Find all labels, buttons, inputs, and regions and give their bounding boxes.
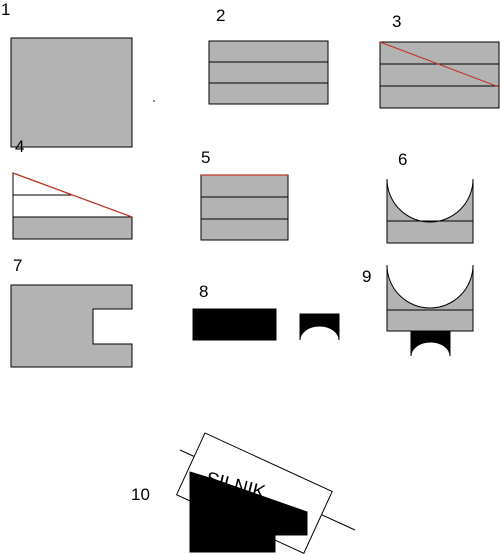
- step-number-5: 5: [201, 148, 210, 167]
- step-number-2: 2: [216, 6, 225, 25]
- step-8-black-bar: [192, 308, 277, 341]
- step-number-1: 1: [1, 0, 10, 19]
- step-number-8: 8: [199, 282, 208, 301]
- step-5-trimmed-block: [200, 174, 289, 241]
- step-3-layered-block: [379, 41, 500, 109]
- step-number-7: 7: [13, 256, 22, 275]
- step-4-wedge-cut: [12, 172, 133, 240]
- step-10-black-part: [189, 471, 308, 553]
- step-8-black-arch: [299, 313, 340, 341]
- step-3-diagonal-cut-line: [379, 41, 500, 88]
- step-9-saddle-block: [386, 264, 474, 332]
- step-7-notched-block: [10, 284, 133, 368]
- step-number-6: 6: [398, 150, 407, 169]
- step-number-4: 4: [15, 137, 24, 156]
- step-2-layered-block: [208, 40, 329, 105]
- step-6-saddle-block: [386, 178, 474, 244]
- step-number-9: 9: [362, 267, 371, 286]
- step-number-10: 10: [131, 485, 150, 504]
- step-9-black-arch: [410, 330, 451, 357]
- step-number-3: 3: [392, 12, 401, 31]
- step-1-solid-block: [10, 37, 133, 148]
- step-1-dot: [153, 100, 155, 102]
